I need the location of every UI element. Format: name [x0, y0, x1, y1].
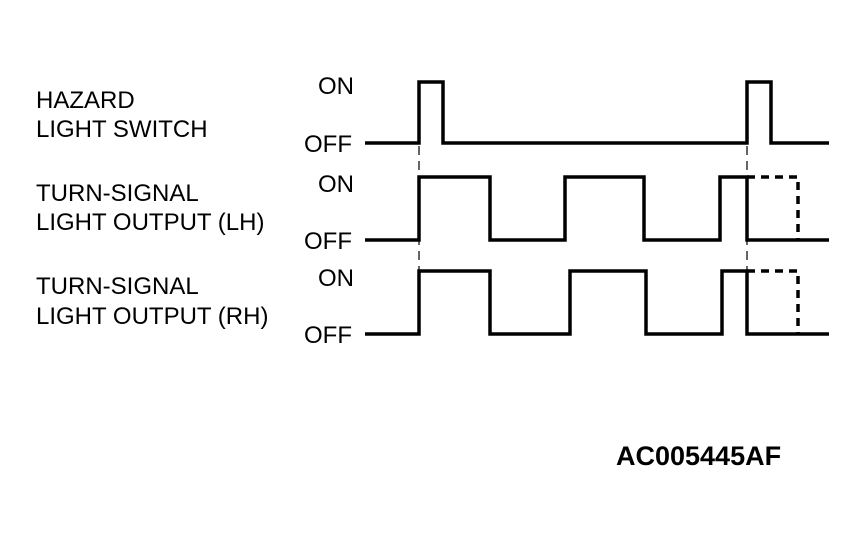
rh-output-waveform	[365, 269, 829, 336]
rh-output-dashed-continuation	[747, 269, 800, 334]
signal-turn-signal-rh: TURN-SIGNAL LIGHT OUTPUT (RH) ON OFF	[36, 265, 829, 349]
signal-turn-signal-lh: TURN-SIGNAL LIGHT OUTPUT (LH) ON OFF	[36, 171, 829, 255]
figure-code: AC005445AF	[616, 441, 781, 471]
signal-label-line-2: LIGHT OUTPUT (LH)	[36, 209, 264, 236]
on-level-label: ON	[318, 171, 354, 198]
off-level-label: OFF	[304, 228, 352, 255]
off-level-label: OFF	[304, 322, 352, 349]
off-level-label: OFF	[304, 131, 352, 158]
on-level-label: ON	[318, 265, 354, 292]
signal-label-line-1: TURN-SIGNAL	[36, 273, 199, 300]
signal-label-line-1: HAZARD	[36, 87, 135, 114]
signal-label-line-2: LIGHT OUTPUT (RH)	[36, 303, 268, 330]
lh-output-dashed-continuation	[747, 175, 800, 240]
signal-label-line-2: LIGHT SWITCH	[36, 116, 208, 143]
signal-label-line-1: TURN-SIGNAL	[36, 180, 199, 207]
lh-output-waveform	[365, 175, 829, 242]
on-level-label: ON	[318, 73, 354, 100]
signal-hazard-light-switch: HAZARD LIGHT SWITCH ON OFF	[36, 73, 829, 158]
hazard-switch-waveform	[365, 80, 829, 145]
